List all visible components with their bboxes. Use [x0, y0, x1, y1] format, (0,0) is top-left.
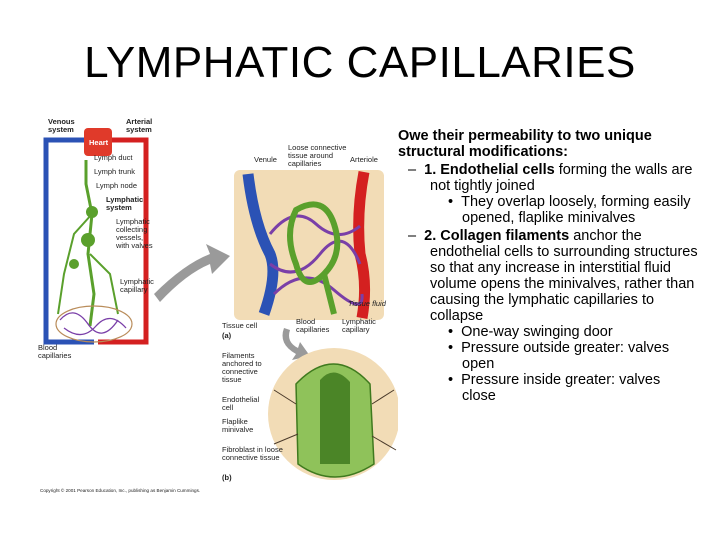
- label-arteriole: Arteriole: [350, 155, 378, 164]
- capillary-bed: [56, 306, 132, 342]
- zoom-arrow: [154, 244, 230, 302]
- label-part-b: (b): [222, 473, 232, 482]
- point-1: 1. Endothelial cells forming the walls a…: [408, 162, 698, 194]
- lymph-node-2: [81, 233, 95, 247]
- point-2-sub-3: Pressure inside greater: valves close: [436, 372, 698, 404]
- point-2-lead: 2. Collagen filaments: [424, 228, 569, 244]
- label-part-a: (a): [222, 331, 232, 340]
- lymph-branch-right: [90, 254, 118, 314]
- label-venule: Venule: [254, 155, 277, 164]
- label-tissue-fluid: Tissue fluid: [348, 299, 387, 308]
- label-lymph-duct: Lymph duct: [94, 153, 133, 162]
- point-1-sub-1: They overlap loosely, forming easily ope…: [436, 194, 698, 226]
- slide-title: LYMPHATIC CAPILLARIES: [0, 38, 720, 88]
- label-heart: Heart: [89, 138, 109, 147]
- capillary-lumen: [320, 372, 350, 464]
- slide-body: Owe their permeability to two unique str…: [398, 128, 698, 404]
- point-2-sub-2: Pressure outside greater: valves open: [436, 340, 698, 372]
- label-lymph-node: Lymph node: [96, 181, 137, 190]
- point-2-sub-1: One-way swinging door: [436, 324, 698, 340]
- point-2: 2. Collagen filaments anchor the endothe…: [408, 228, 698, 324]
- label-tissue-cell: Tissue cell: [222, 321, 257, 330]
- label-lymph-trunk: Lymph trunk: [94, 167, 135, 176]
- lymph-node-3: [69, 259, 79, 269]
- intro-text: Owe their permeability to two unique str…: [398, 128, 698, 160]
- point-1-lead: 1. Endothelial cells: [424, 162, 555, 178]
- lymph-node-1: [86, 206, 98, 218]
- label-copyright: Copyright © 2001 Pearson Education, Inc.…: [40, 487, 200, 493]
- capillary-mesh: [60, 313, 126, 335]
